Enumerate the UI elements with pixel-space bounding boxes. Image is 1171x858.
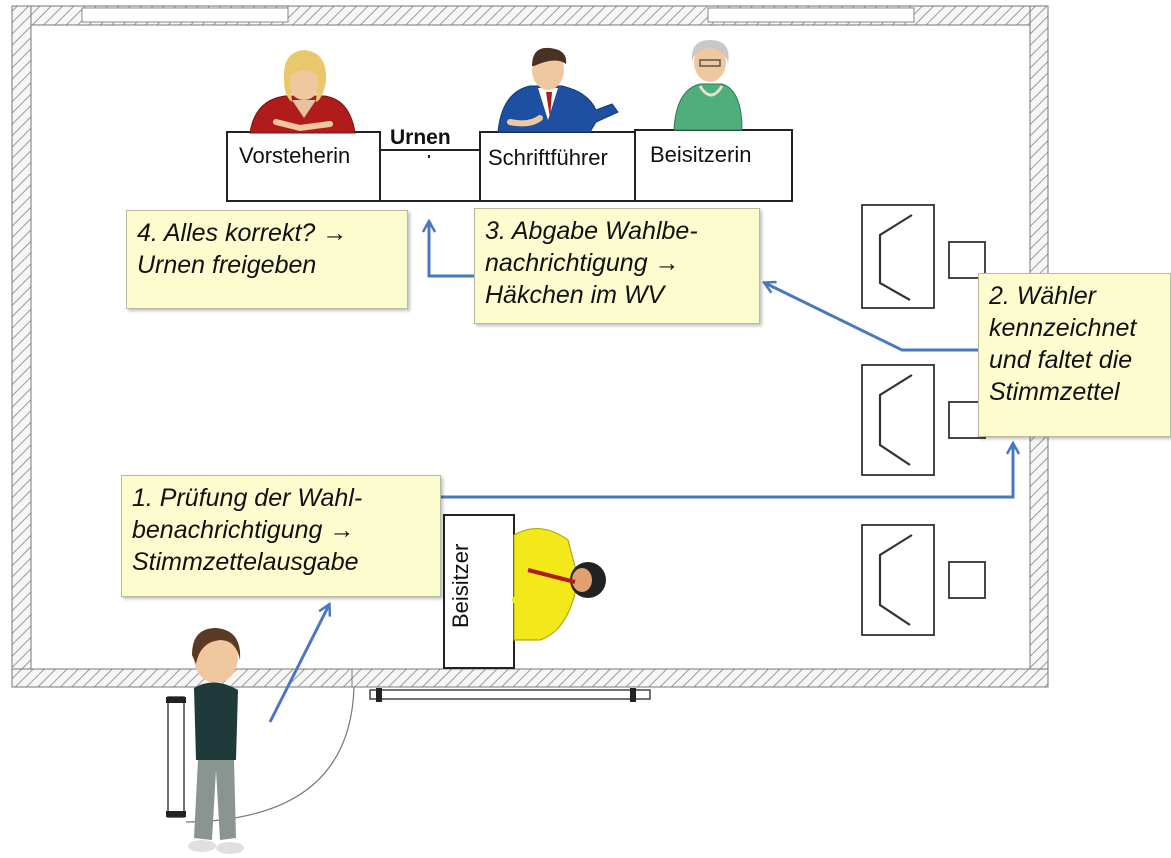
voting-booth xyxy=(861,364,986,476)
arrow-step1-to-booths xyxy=(440,444,1013,499)
desk-label-beisitzerin: Beisitzerin xyxy=(650,142,752,167)
desk-label-beisitzer: Beisitzer xyxy=(448,543,473,628)
voter-figure xyxy=(188,628,244,854)
door xyxy=(166,686,355,823)
arrow-step3-to-urn xyxy=(429,222,474,278)
beisitzer-figure xyxy=(512,528,606,641)
beisitzer-desk xyxy=(443,514,515,669)
arrow-voter-to-step1 xyxy=(268,605,329,723)
windows xyxy=(81,7,915,23)
desk-label-vorsteherin: Vorsteherin xyxy=(239,143,351,168)
schriftfuehrer-figure xyxy=(497,47,619,133)
bottom-window xyxy=(369,688,651,702)
flow-arrows xyxy=(268,222,1013,723)
vorsteherin-figure xyxy=(249,50,356,134)
arrow-booths-to-step3 xyxy=(765,283,978,352)
step-1-note: 1. Prüfung der Wahl- benachrichtigung → … xyxy=(121,475,441,597)
voting-booth xyxy=(861,524,986,636)
beisitzerin-figure xyxy=(673,40,743,131)
step-3-note: 3. Abgabe Wahlbe- nachrichtigung → Häkch… xyxy=(474,208,760,324)
desk-label-schriftfuehrer: Schriftführer xyxy=(488,145,608,170)
desk-label-urnen: Urnen xyxy=(390,126,451,149)
head-table xyxy=(226,129,793,202)
step-2-note: 2. Wähler kennzeichnet und faltet die St… xyxy=(978,273,1171,437)
step-4-note: 4. Alles korrekt? → Urnen freigeben xyxy=(126,210,408,309)
voting-booth xyxy=(861,204,986,309)
